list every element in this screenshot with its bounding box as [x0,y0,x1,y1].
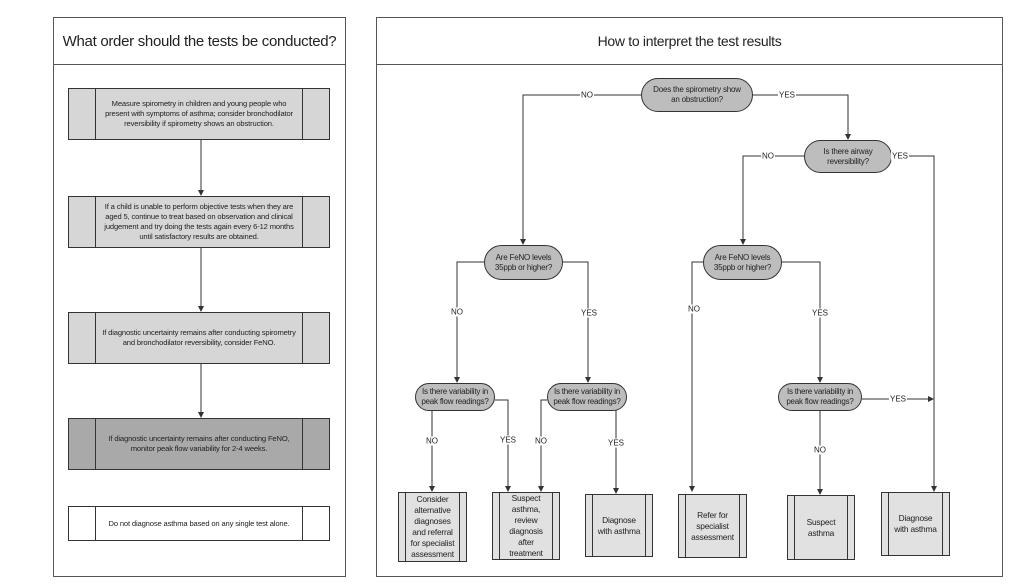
edge-label-no: NO [580,90,594,100]
step-text: Do not diagnose asthma based on any sing… [108,518,290,528]
test-order-panel: What order should the tests be conducted… [53,17,346,577]
step-under-five: If a child is unable to perform objectiv… [68,196,330,248]
decision-text: Is there variability in peak flow readin… [553,387,621,406]
step-single-test-warning: Do not diagnose asthma based on any sing… [68,506,330,541]
edge-label-yes: YES [890,151,910,161]
step-text: If diagnostic uncertainty remains after … [102,328,296,347]
decision-text: Is there variability in peak flow readin… [786,387,854,406]
edge-label-no: NO [425,436,439,446]
decision-text: Is there airway reversibility? [823,146,873,166]
decision-text: Are FeNO levels 35ppb or higher? [713,252,772,272]
edge-label-yes: YES [606,438,626,448]
decision-feno-right: Are FeNO levels 35ppb or higher? [703,245,782,280]
edge-label-no: NO [687,304,701,314]
outcome-suspect-review: Suspect asthma, review diagnosis after t… [492,492,560,560]
step-spirometry: Measure spirometry in children and young… [68,88,330,140]
decision-text: Does the spirometry show an obstruction? [653,85,741,104]
edge-label-yes: YES [810,308,830,318]
edge-label-yes: YES [579,308,599,318]
decision-feno-left: Are FeNO levels 35ppb or higher? [484,245,563,280]
edge-label-no: NO [534,436,548,446]
edge-label-yes: YES [498,435,518,445]
step-text: If a child is unable to perform objectiv… [104,202,294,241]
decision-peak-flow-1: Is there variability in peak flow readin… [415,383,495,411]
outcome-refer-specialist: Refer for specialist assessment [678,494,747,558]
decision-peak-flow-2: Is there variability in peak flow readin… [547,383,627,411]
interpretation-header: How to interpret the test results [377,18,1002,65]
step-feno: If diagnostic uncertainty remains after … [68,312,330,364]
edge-label-no: NO [450,307,464,317]
step-text: Measure spirometry in children and young… [105,99,293,128]
decision-text: Are FeNO levels 35ppb or higher? [494,252,553,272]
test-order-header: What order should the tests be conducted… [54,18,345,65]
outcome-diagnose-asthma-1: Diagnose with asthma [585,494,653,557]
outcome-consider-alternative: Consider alternative diagnoses and refer… [398,492,467,562]
decision-text: Is there variability in peak flow readin… [421,387,489,406]
outcome-suspect-asthma: Suspect asthma [787,495,855,560]
decision-spirometry-obstruction: Does the spirometry show an obstruction? [641,78,753,112]
decision-airway-reversibility: Is there airway reversibility? [804,140,892,173]
edge-label-no: NO [813,445,827,455]
edge-label-yes: YES [777,90,797,100]
test-order-connectors [198,139,204,418]
test-order-title: What order should the tests be conducted… [62,32,337,50]
step-peak-flow: If diagnostic uncertainty remains after … [68,418,330,470]
edge-label-no: NO [761,151,775,161]
decision-peak-flow-3: Is there variability in peak flow readin… [778,383,862,411]
step-text: If diagnostic uncertainty remains after … [108,434,290,453]
outcome-diagnose-asthma-2: Diagnose with asthma [881,492,950,556]
edge-label-yes: YES [888,394,908,404]
interpretation-title: How to interpret the test results [597,33,782,49]
